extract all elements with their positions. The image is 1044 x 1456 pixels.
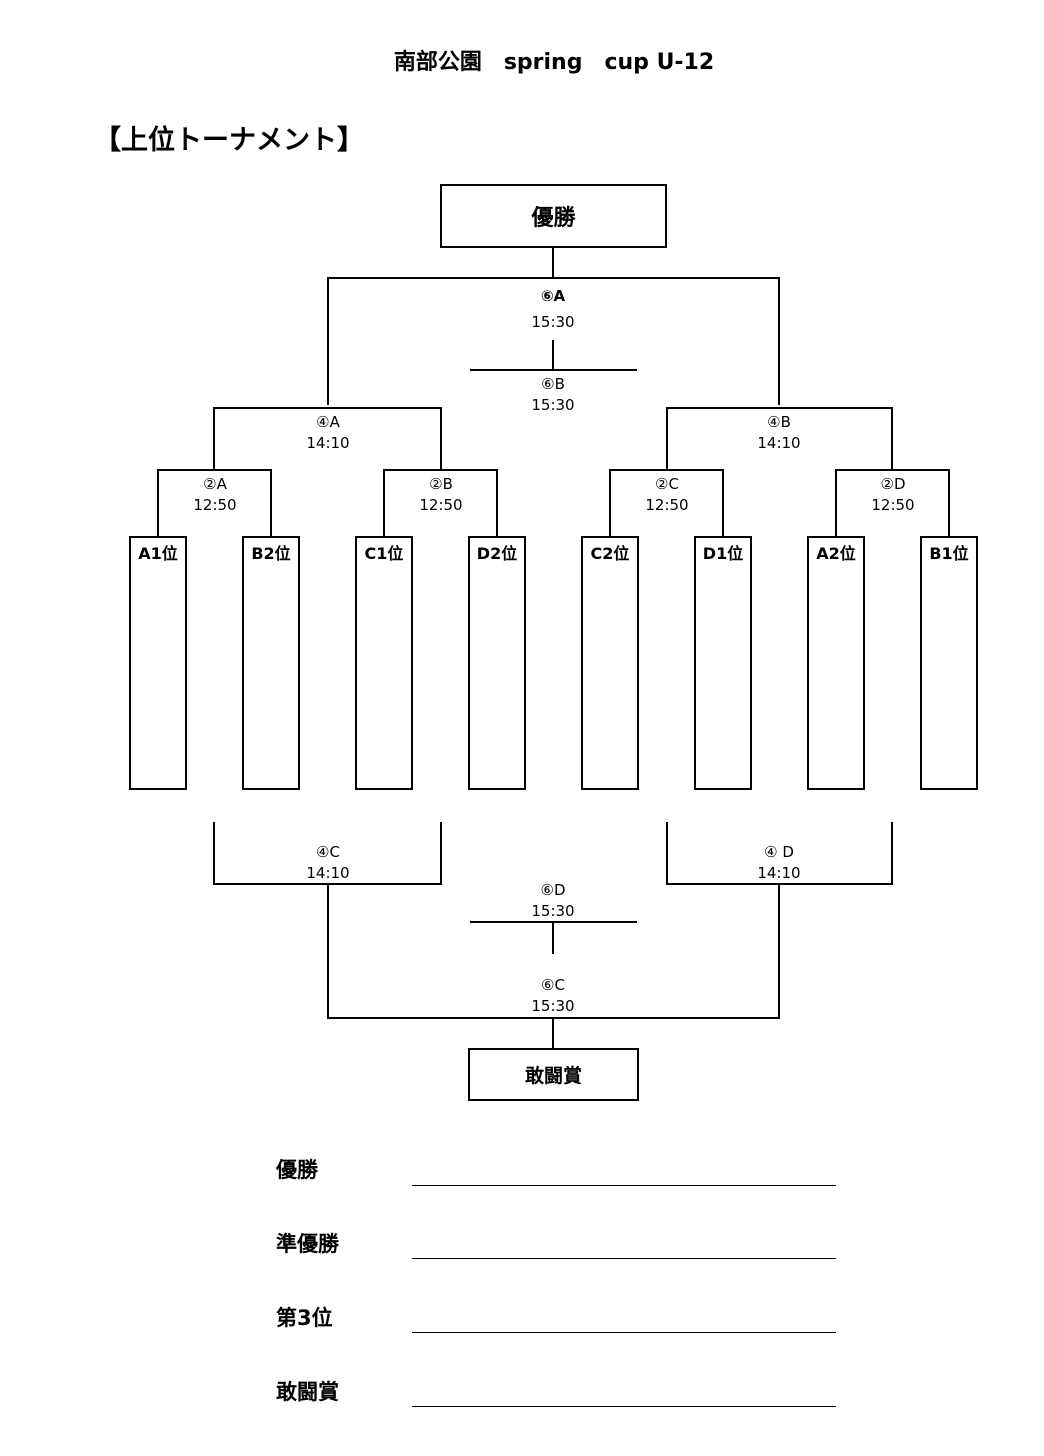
seed-box-D1: D1位 (694, 536, 752, 790)
match-2B: ②B 12:50 (381, 474, 501, 516)
match-label: ②D (880, 475, 906, 493)
match-time: 14:10 (757, 434, 801, 452)
match-time: 12:50 (645, 496, 689, 514)
result-line-fighting-spirit (412, 1406, 836, 1407)
match-label: ②B (429, 475, 453, 493)
seed-box-D2: D2位 (468, 536, 526, 790)
match-label: ⑥D (540, 881, 566, 899)
result-line-runner-up (412, 1258, 836, 1259)
match-label: ④C (316, 843, 340, 861)
match-label: ⑥A (540, 287, 566, 305)
match-6B: ⑥B 15:30 (493, 374, 613, 416)
match-6D: ⑥D 15:30 (493, 880, 613, 922)
match-time: 15:30 (531, 997, 575, 1015)
section-heading: 【上位トーナメント】 (94, 125, 364, 156)
match-2A: ②A 12:50 (155, 474, 275, 516)
match-time: 12:50 (871, 496, 915, 514)
seed-box-B1: B1位 (920, 536, 978, 790)
match-label: ②A (203, 475, 227, 493)
match-2C: ②C 12:50 (607, 474, 727, 516)
seed-box-B2: B2位 (242, 536, 300, 790)
match-6C: ⑥C 15:30 (493, 975, 613, 1017)
champion-box: 優勝 (440, 184, 667, 248)
match-4A: ④A 14:10 (268, 412, 388, 454)
result-line-third (412, 1332, 836, 1333)
match-4C: ④C 14:10 (268, 842, 388, 884)
result-label-champion: 優勝 (276, 1158, 318, 1182)
match-6A-time: 15:30 (493, 312, 613, 333)
match-label: ④A (316, 413, 340, 431)
match-time: 15:30 (531, 313, 575, 331)
match-time: 14:10 (306, 864, 350, 882)
match-4B: ④B 14:10 (719, 412, 839, 454)
match-label: ②C (655, 475, 679, 493)
match-label: ⑥C (541, 976, 565, 994)
match-4D: ④ D 14:10 (719, 842, 839, 884)
result-label-runner-up: 準優勝 (276, 1232, 339, 1256)
result-line-champion (412, 1185, 836, 1186)
seed-box-A1: A1位 (129, 536, 187, 790)
result-label-third: 第3位 (276, 1306, 333, 1330)
match-time: 12:50 (193, 496, 237, 514)
match-time: 14:10 (757, 864, 801, 882)
match-2D: ②D 12:50 (833, 474, 953, 516)
match-time: 12:50 (419, 496, 463, 514)
seed-box-C1: C1位 (355, 536, 413, 790)
match-time: 14:10 (306, 434, 350, 452)
page-title: 南部公園 spring cup U-12 (393, 50, 715, 75)
match-time: 15:30 (531, 396, 575, 414)
fighting-spirit-box: 敢闘賞 (468, 1048, 639, 1101)
seed-box-C2: C2位 (581, 536, 639, 790)
match-label: ⑥B (541, 375, 565, 393)
match-6A: ⑥A (493, 286, 613, 307)
seed-box-A2: A2位 (807, 536, 865, 790)
match-time: 15:30 (531, 902, 575, 920)
result-label-fighting-spirit: 敢闘賞 (276, 1380, 339, 1404)
match-label: ④ D (764, 843, 794, 861)
match-label: ④B (767, 413, 791, 431)
